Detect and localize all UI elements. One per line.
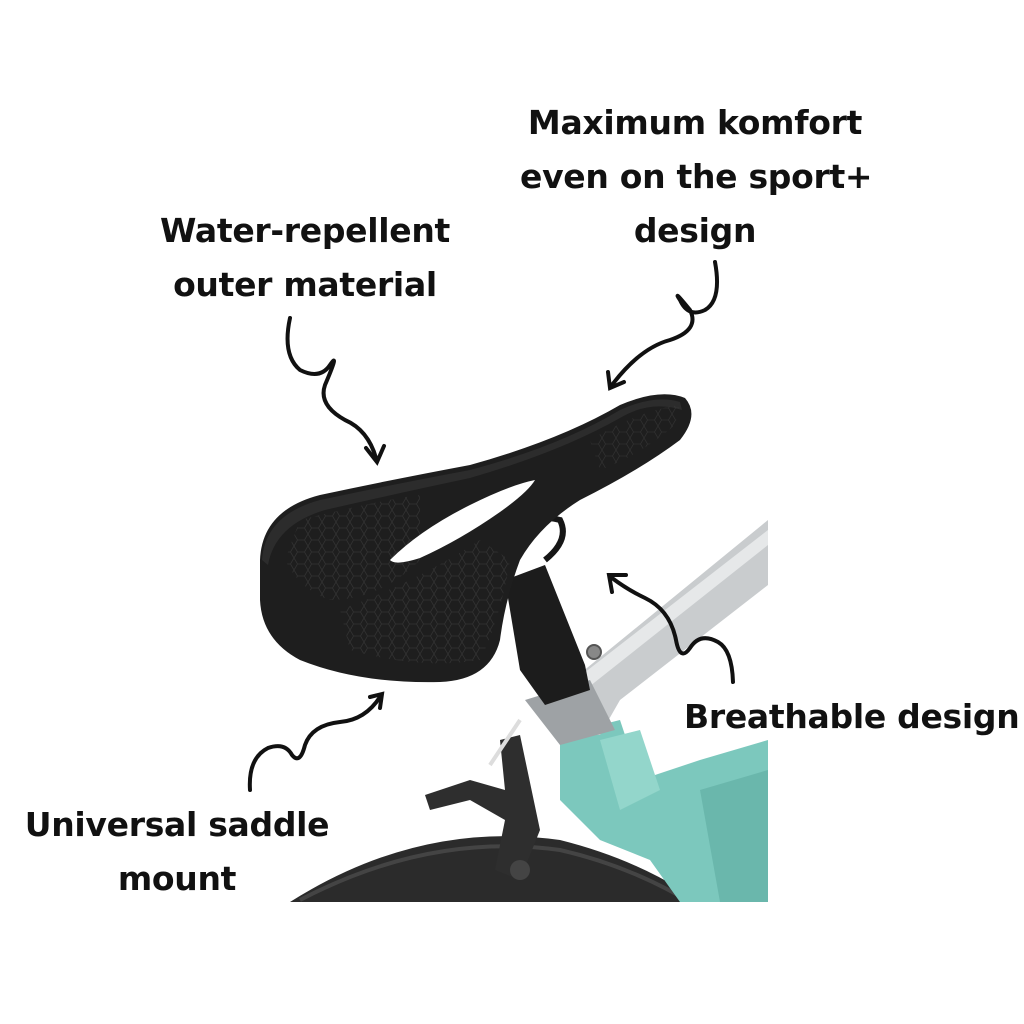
callout-comfort: Maximum komfort even on the sport+ desig…	[520, 96, 873, 258]
callout-mount-line-2: mount	[117, 859, 237, 898]
callout-comfort-line-3: design	[633, 211, 757, 250]
saddle	[260, 394, 692, 683]
callout-water-line-2: outer material	[173, 265, 437, 304]
callout-comfort-line-1: Maximum komfort	[527, 103, 863, 142]
callout-mount-line-1: Universal saddle	[24, 805, 330, 844]
callout-mount: Universal saddle mount	[22, 798, 332, 906]
bike-frame	[290, 520, 768, 902]
arrow-comfort	[606, 260, 719, 391]
arrow-water	[285, 316, 386, 466]
callout-comfort-line-2: even on the sport+	[520, 157, 873, 196]
seatpost	[505, 565, 590, 705]
callout-water: Water-repellent outer material	[150, 204, 460, 312]
callout-breathable: Breathable design	[684, 690, 1020, 744]
arrow-mount	[247, 691, 385, 792]
callout-water-line-1: Water-repellent	[159, 211, 451, 250]
callout-breathable-line-1: Breathable design	[684, 697, 1020, 736]
arrow-breathable	[606, 573, 735, 684]
saddle-cutout	[390, 480, 535, 563]
